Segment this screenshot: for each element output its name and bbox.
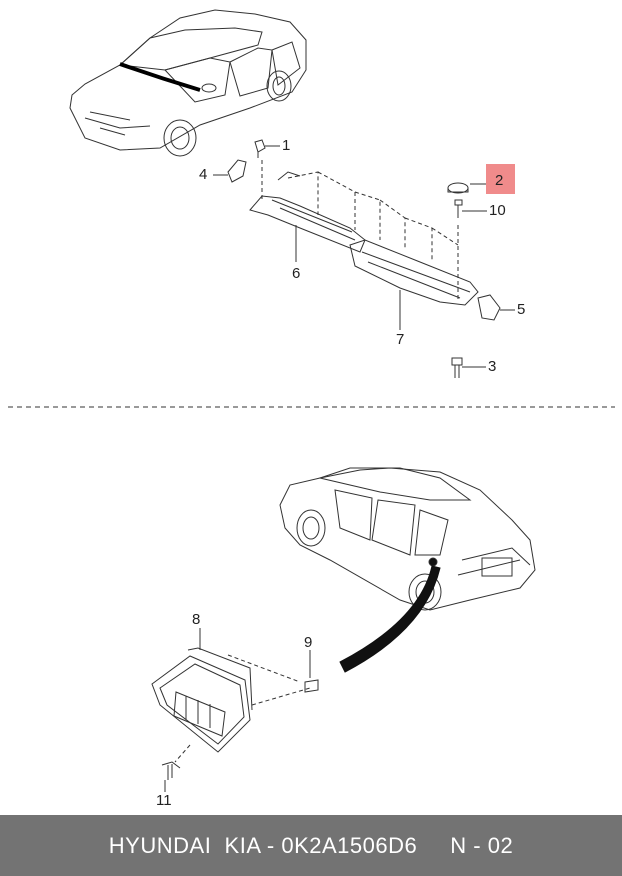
callout-11: 11 [156, 792, 172, 809]
callout-7: 7 [396, 331, 405, 348]
trunk-vent-illustration [151, 628, 319, 792]
callout-3: 3 [488, 358, 497, 375]
sedan-car-illustration [279, 467, 536, 611]
part-number-caption: HYUNDAI KIA - 0K2A1506D6 N - 02 [108, 833, 514, 858]
callout-9: 9 [304, 634, 313, 651]
callout-2: 2 [495, 172, 504, 189]
cowl-assembly-illustration [213, 139, 515, 378]
parts-diagram [8, 9, 615, 792]
callout-5: 5 [517, 301, 526, 318]
callout-6: 6 [292, 265, 301, 282]
leader-arrow [339, 565, 441, 673]
footer-bar: HYUNDAI KIA - 0K2A1506D6 N - 02 [0, 815, 622, 876]
callout-8: 8 [192, 611, 201, 628]
callout-4: 4 [199, 166, 208, 183]
hatchback-car-illustration [69, 9, 307, 157]
callout-10: 10 [489, 202, 506, 219]
callout-1: 1 [282, 137, 291, 154]
highlight-box [486, 164, 515, 194]
